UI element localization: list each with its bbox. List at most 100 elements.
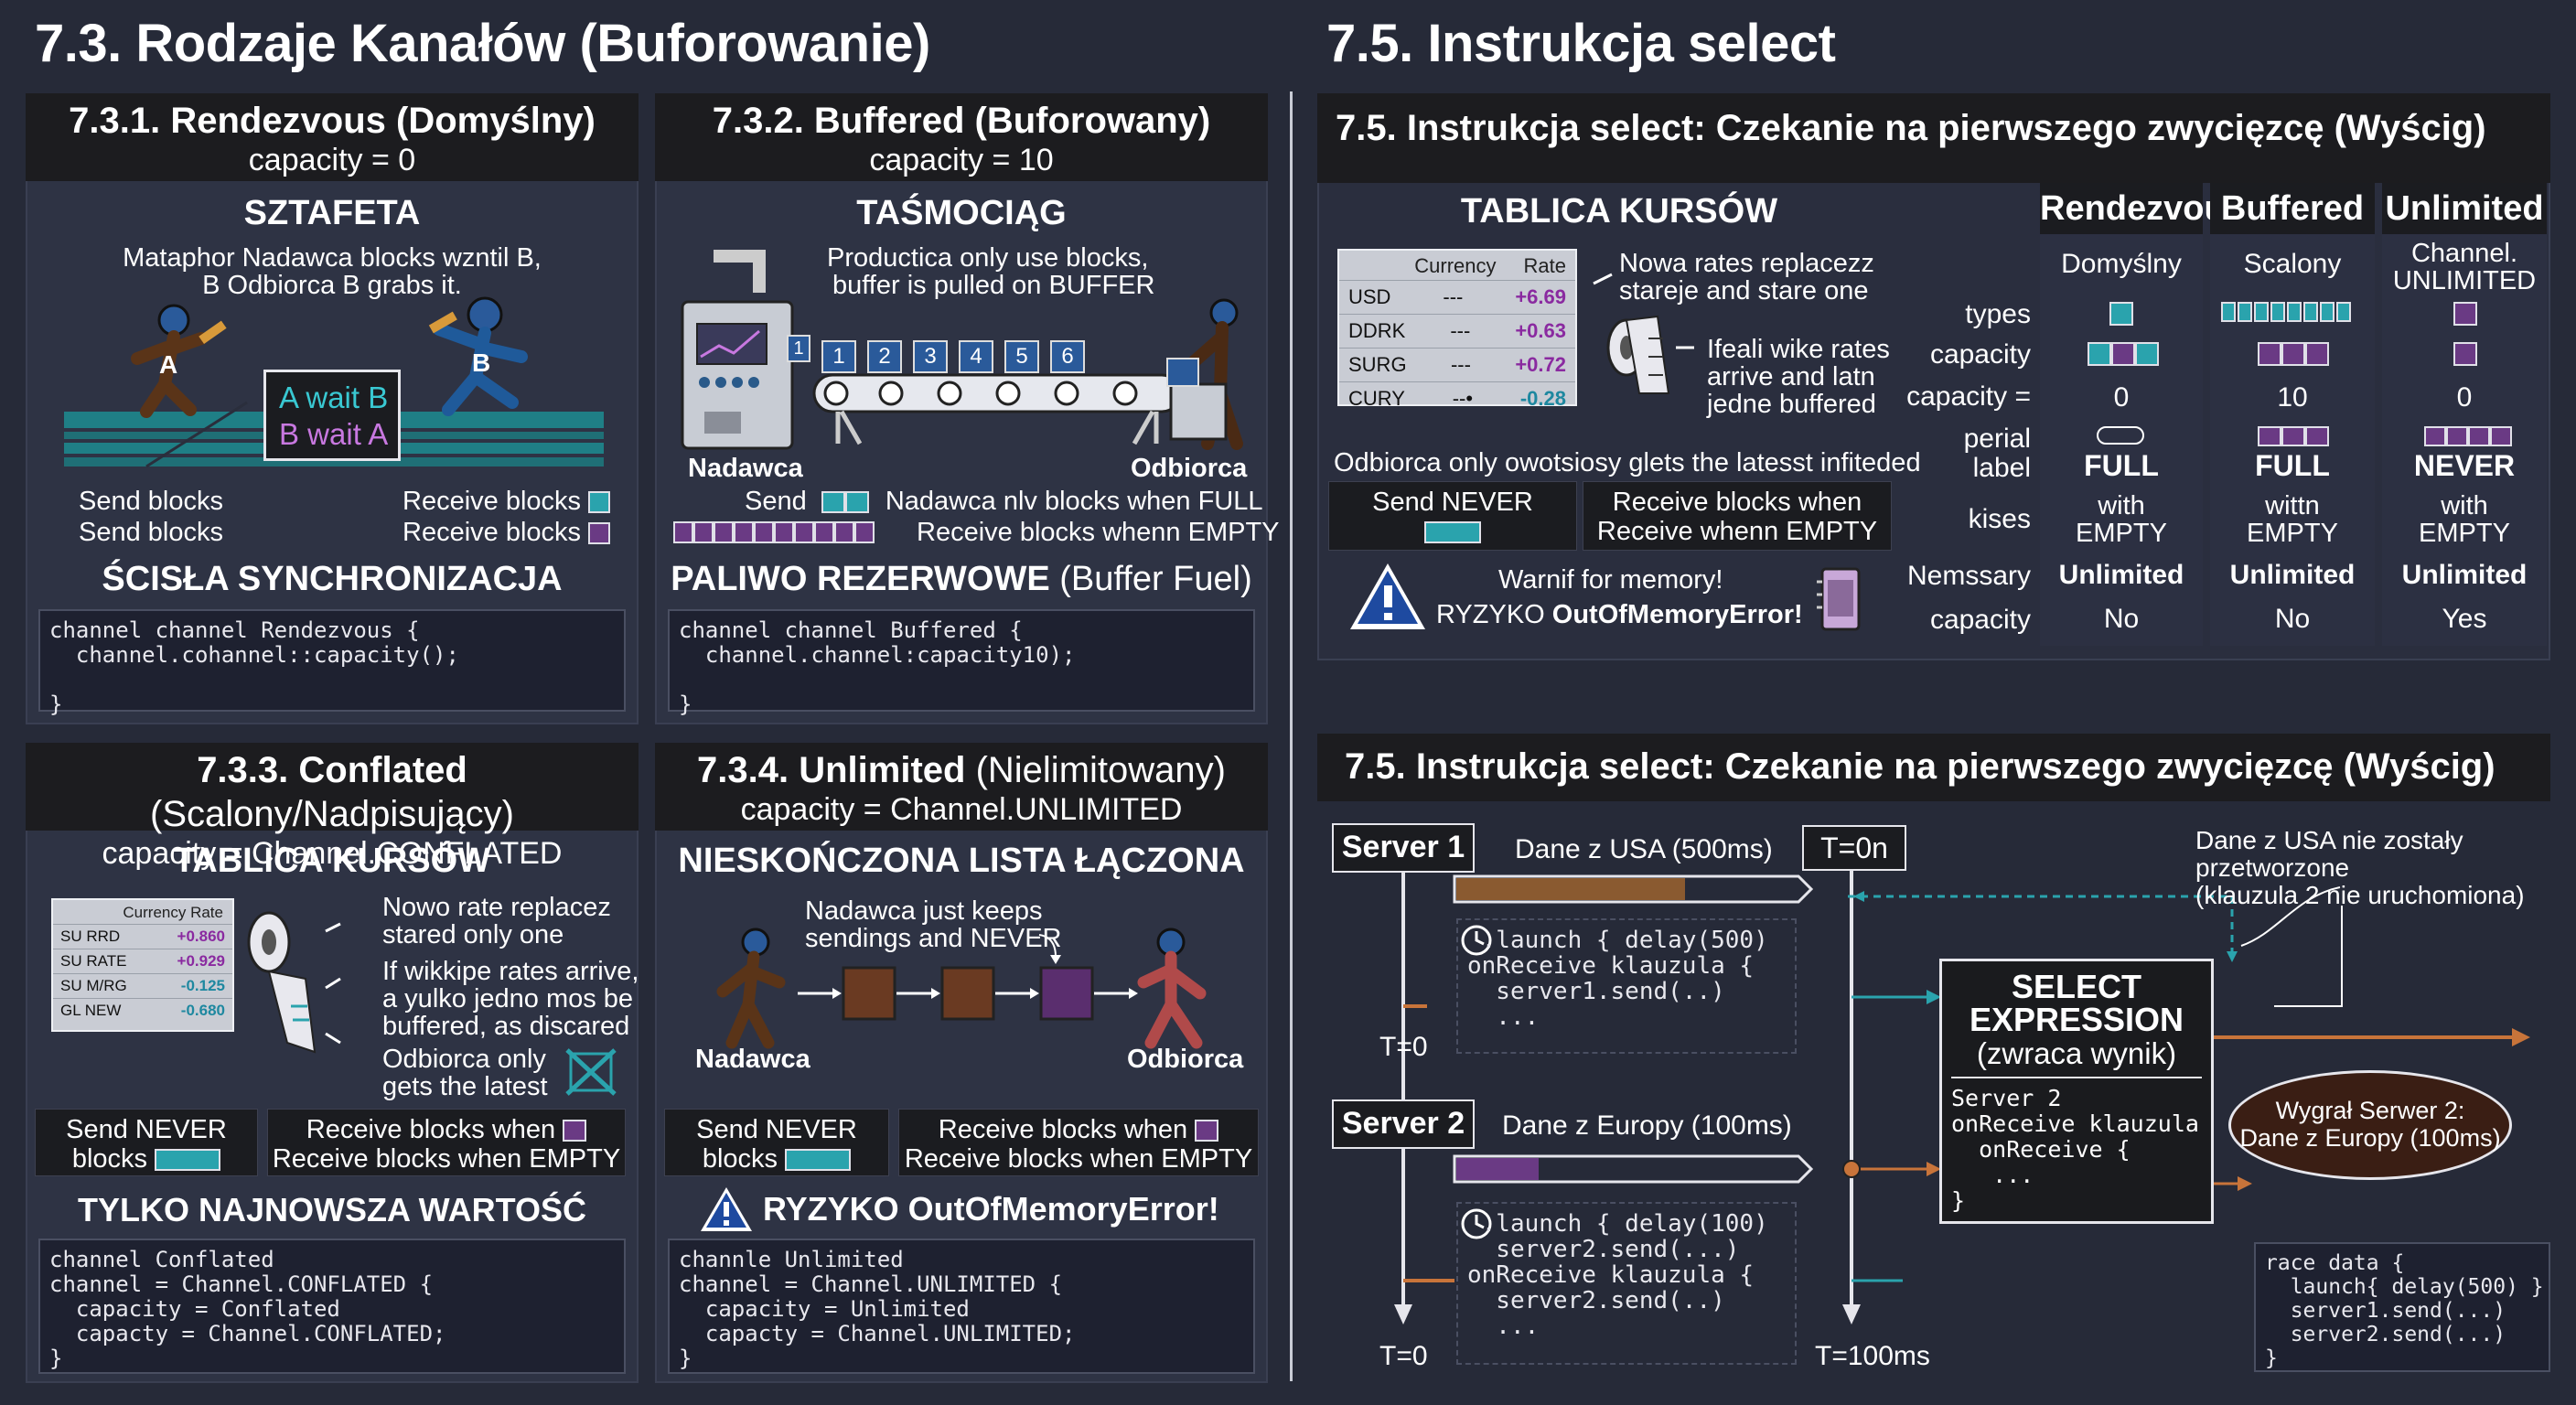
conveyor-belt-icon: [812, 373, 1182, 445]
purple-square-icon: [563, 1120, 587, 1142]
compare-label-capacity-2: capacity: [1929, 605, 2031, 635]
select-top-header: 7.5. Instrukcja select: Czekanie na pier…: [1317, 93, 2550, 183]
runner-a-label: A: [159, 350, 177, 379]
nems-rendezvous: Unlimited: [2058, 560, 2184, 590]
buffered-send-row: Send Nadawca nlv blocks when FULL: [745, 487, 1263, 516]
server1-data: Dane z USA (500ms): [1515, 834, 1773, 864]
kises-rendezvous: with EMPTY: [2076, 491, 2167, 548]
rendezvous-title: 7.3.1. Rendezvous (Domyślny): [69, 101, 596, 141]
compare-label-capacity: capacity: [1929, 339, 2031, 370]
winner-line-1: Wygrał Serwer 2:: [2275, 1097, 2465, 1124]
buffer-slot: 6: [1050, 340, 1085, 373]
memory-warning-icon: [1350, 563, 1425, 629]
fuel-heading-sub: (Buffer Fuel): [1059, 560, 1252, 598]
capacity-rendezvous-icon: [2088, 342, 2159, 366]
select-rate-row: USD---+6.69: [1339, 280, 1575, 314]
vertical-divider: [1290, 91, 1293, 1381]
conflated-recv-2: Receive blocks when EMPTY: [272, 1144, 621, 1174]
conflated-code: channel Conflated channel = Channel.CONF…: [38, 1239, 626, 1374]
rate-row: SU RRD+0.860: [53, 924, 232, 949]
unlimited-send-blocks: blocks: [702, 1144, 778, 1174]
conflated-send-box: Send NEVER blocks: [35, 1109, 258, 1176]
select-send-never: Send NEVER: [1372, 488, 1533, 517]
select-note-5: jedne buffered: [1707, 390, 1876, 419]
buffered-sender: Nadawca: [688, 454, 803, 483]
baton-icon: [199, 320, 227, 344]
unlimited-receiver: Odbiorca: [1127, 1045, 1244, 1074]
buffer-slot: 1: [787, 335, 810, 362]
wait-1: A wait B: [279, 381, 389, 414]
unlimited-recv-1: Receive blocks when: [938, 1115, 1188, 1144]
kises-buffered: wittn EMPTY: [2247, 491, 2338, 548]
latest-heading: TYLKO NAJNOWSZA WARTOŚĆ: [78, 1191, 586, 1228]
buffered-send-label: Send: [745, 487, 807, 516]
rendezvous-capacity: capacity = 0: [248, 143, 416, 177]
note-line-3: (klauzula 2 nie uruchomiona): [2195, 881, 2525, 909]
unlimited-header: 7.3.4. Unlimited (Nielimitowany) capacit…: [655, 743, 1268, 831]
unlimited-desc-2: sendings and NEVER: [805, 924, 1062, 953]
select-expression-box: SELECT EXPRESSION (zwraca wynik) Server …: [1939, 959, 2214, 1224]
unlimited-risk-text: RYZYKO OutOfMemoryError!: [763, 1190, 1219, 1228]
sync-heading: ŚCISŁA SYNCHRONIZACJA: [102, 560, 563, 598]
unlimited-code: channle Unlimited channel = Channel.UNLI…: [668, 1239, 1255, 1374]
buffer-slot: 2: [867, 340, 902, 373]
conflated-recv-1: Receive blocks when: [306, 1115, 556, 1144]
wait-box: A wait B B wait A: [263, 370, 401, 461]
conflated-note-6: Odbiorca only: [382, 1045, 546, 1074]
note-line-2: przetworzone: [2195, 853, 2350, 882]
recv-1-text: Receive blocks: [402, 487, 582, 516]
compare-header-buffered: Buffered: [2210, 183, 2375, 234]
purple-square-icon: [1195, 1120, 1219, 1142]
t100-label: T=100ms: [1815, 1341, 1930, 1371]
server1-box: Server 1: [1332, 823, 1475, 873]
rate-table-header: Currency Rate: [123, 904, 223, 921]
conveyor-illustration: [681, 250, 1243, 450]
buffered-heading: TAŚMOCIĄG: [856, 194, 1067, 232]
race-code: race data { launch{ delay(500) } server1…: [2254, 1242, 2550, 1372]
unlimited-sender: Nadawca: [695, 1045, 810, 1074]
conflated-send-never: Send NEVER: [66, 1115, 227, 1144]
capacity-unlimited-icon: [2453, 342, 2477, 366]
buffer-slot: 5: [1004, 340, 1039, 373]
server2-progress: [1456, 1158, 1539, 1180]
select-bottom-header: 7.5. Instrukcja select: Czekanie na pier…: [1317, 734, 2550, 801]
runner-a-figure: A: [131, 304, 227, 418]
select-rate-row: DDRK---+0.63: [1339, 314, 1575, 348]
right-main-title: 7.5. Instrukcja select: [1326, 14, 1836, 73]
t0-label-a: T=0: [1379, 1032, 1428, 1062]
select-title-1: SELECT: [2011, 968, 2141, 1005]
ticker-tape-icon: [247, 911, 341, 1054]
select-recv-1: Receive blocks when: [1612, 488, 1862, 517]
rendezvous-desc-1: Mataphor Nadawca blocks wzntil B,: [123, 243, 542, 273]
t0-label-b: T=0: [1379, 1341, 1428, 1371]
teal-bar-icon: [785, 1149, 852, 1172]
t0n-label: T=0n: [1802, 825, 1906, 871]
select-top-heading: TABLICA KURSÓW: [1460, 192, 1778, 231]
conflated-recv-box: Receive blocks when Receive blocks when …: [267, 1109, 626, 1176]
rendezvous-header: 7.3.1. Rendezvous (Domyślny) capacity = …: [26, 93, 639, 181]
rendezvous-recv-1: Receive blocks: [402, 487, 611, 516]
buffered-code: channel channel Buffered { channel.chann…: [668, 609, 1255, 717]
compare-label-perial: perial label: [1963, 424, 2031, 483]
sender-figure-icon: [716, 928, 786, 1049]
select-warn-2: RYZYKO OutOfMemoryError!: [1436, 600, 1803, 629]
last-rendezvous: No: [2103, 604, 2140, 634]
rendezvous-heading: SZTAFETA: [243, 194, 421, 232]
compare-label-capacity-eq: capacity =: [1906, 381, 2031, 412]
select-rate-row: CURY--•-0.28: [1339, 381, 1575, 415]
capacity-buffered-icon: [2258, 342, 2329, 366]
select-ticker-tape-icon: [1593, 273, 1694, 394]
select-top-title: 7.5. Instrukcja select: Czekanie na pier…: [1336, 108, 2486, 148]
select-title-3: (zwraca wynik): [1951, 1036, 2202, 1078]
compare-sub-buffered: Scalony: [2243, 249, 2342, 279]
wait-line-1: A wait B: [266, 372, 398, 416]
conflated-heading: TABLICA KURSÓW: [173, 842, 491, 880]
memory-chip-icon: [1817, 567, 1861, 631]
machine-icon: [681, 250, 794, 450]
conflated-note-3: If wikkipe rates arrive,: [382, 957, 639, 986]
select-note-2: stareje and stare one: [1619, 276, 1869, 306]
select-note-4: arrive and latn: [1707, 362, 1875, 391]
server2-box: Server 2: [1332, 1099, 1475, 1149]
